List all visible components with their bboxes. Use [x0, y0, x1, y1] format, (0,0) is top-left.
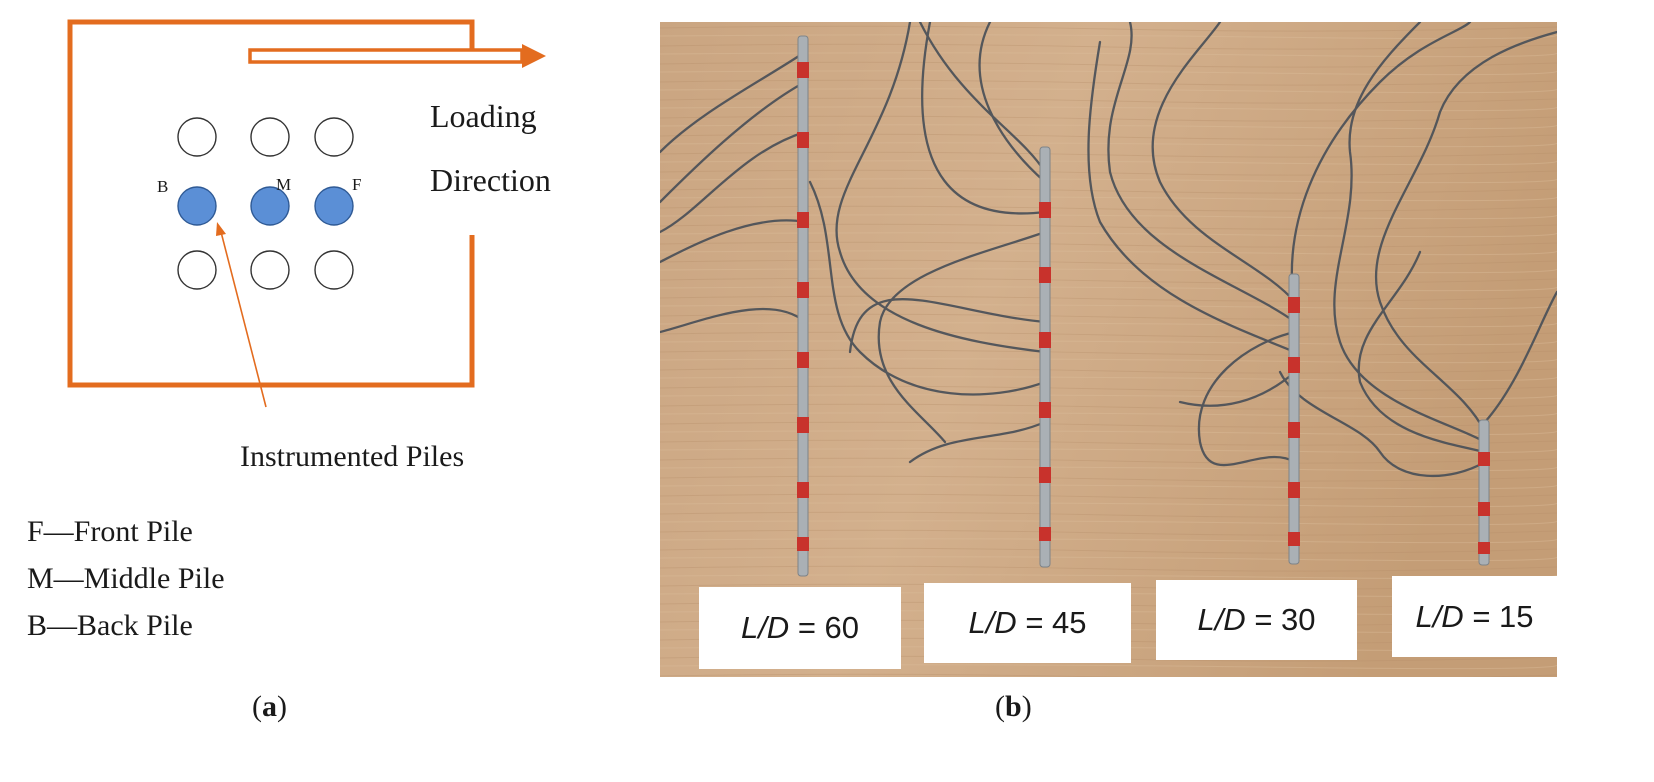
instrumented-pile-ld60 — [797, 35, 809, 577]
ld-label-45: L/D = 45 — [924, 583, 1131, 663]
pile-photo — [660, 22, 1557, 677]
pile — [250, 117, 290, 157]
instrumented-piles-label: Instrumented Piles — [240, 440, 465, 473]
loading-direction-arrow — [248, 44, 546, 68]
loading-direction-label-line1: Loading — [430, 98, 537, 134]
caption-a: (a) — [252, 690, 287, 723]
pile-label-m: M — [276, 175, 291, 194]
pile — [177, 250, 217, 290]
front-pile — [314, 186, 354, 226]
instrumented-pile-ld30 — [1288, 273, 1300, 565]
instrumentation-wires — [660, 22, 1557, 478]
pile — [314, 117, 354, 157]
pile-group-schematic: B M F — [67, 19, 546, 408]
ld-label-60: L/D = 60 — [699, 587, 901, 669]
legend-front-pile: F—Front Pile — [27, 515, 193, 548]
middle-pile — [250, 186, 290, 226]
pile — [314, 250, 354, 290]
back-pile — [177, 186, 217, 226]
pile — [250, 250, 290, 290]
container-outline — [67, 19, 475, 388]
ld-label-15: L/D = 15 — [1392, 576, 1557, 657]
pile-legend: F—Front Pile M—Middle Pile B—Back Pile — [27, 508, 225, 649]
caption-b: (b) — [995, 690, 1032, 723]
legend-middle-pile: M—Middle Pile — [27, 562, 225, 595]
ld-label-30: L/D = 30 — [1156, 580, 1357, 660]
pile — [177, 117, 217, 157]
instrumented-pile-ld45 — [1039, 146, 1051, 568]
loading-direction-label-line2: Direction — [430, 162, 551, 198]
instrumented-pile-ld15 — [1478, 419, 1490, 566]
legend-back-pile: B—Back Pile — [27, 609, 193, 642]
pile-label-f: F — [352, 175, 361, 194]
instrumented-pointer-arrow — [216, 222, 267, 408]
pile-grid — [177, 117, 354, 290]
pile-label-b: B — [157, 177, 168, 196]
